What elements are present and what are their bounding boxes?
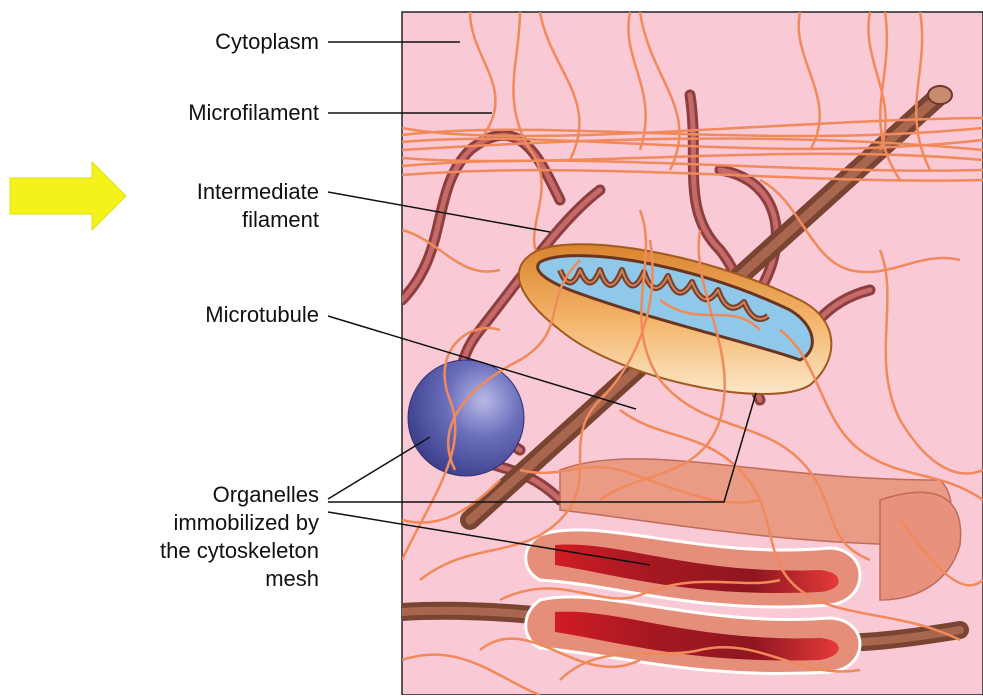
label-cytoplasm: Cytoplasm [215,28,319,56]
label-organelles-line-1: Organelles [160,481,319,509]
label-organelles-line-3: the cytoskeleton [160,537,319,565]
vesicle [408,360,524,476]
label-intermediate-line-1: Intermediate [197,178,319,206]
label-intermediate-filament: Intermediate filament [197,178,319,234]
label-organelles-line-4: mesh [160,565,319,593]
label-microfilament: Microfilament [188,99,319,127]
label-intermediate-line-2: filament [197,206,319,234]
yellow-arrow-icon [10,162,126,230]
label-microtubule: Microtubule [205,301,319,329]
label-organelles: Organelles immobilized by the cytoskelet… [160,481,319,593]
label-organelles-line-2: immobilized by [160,509,319,537]
